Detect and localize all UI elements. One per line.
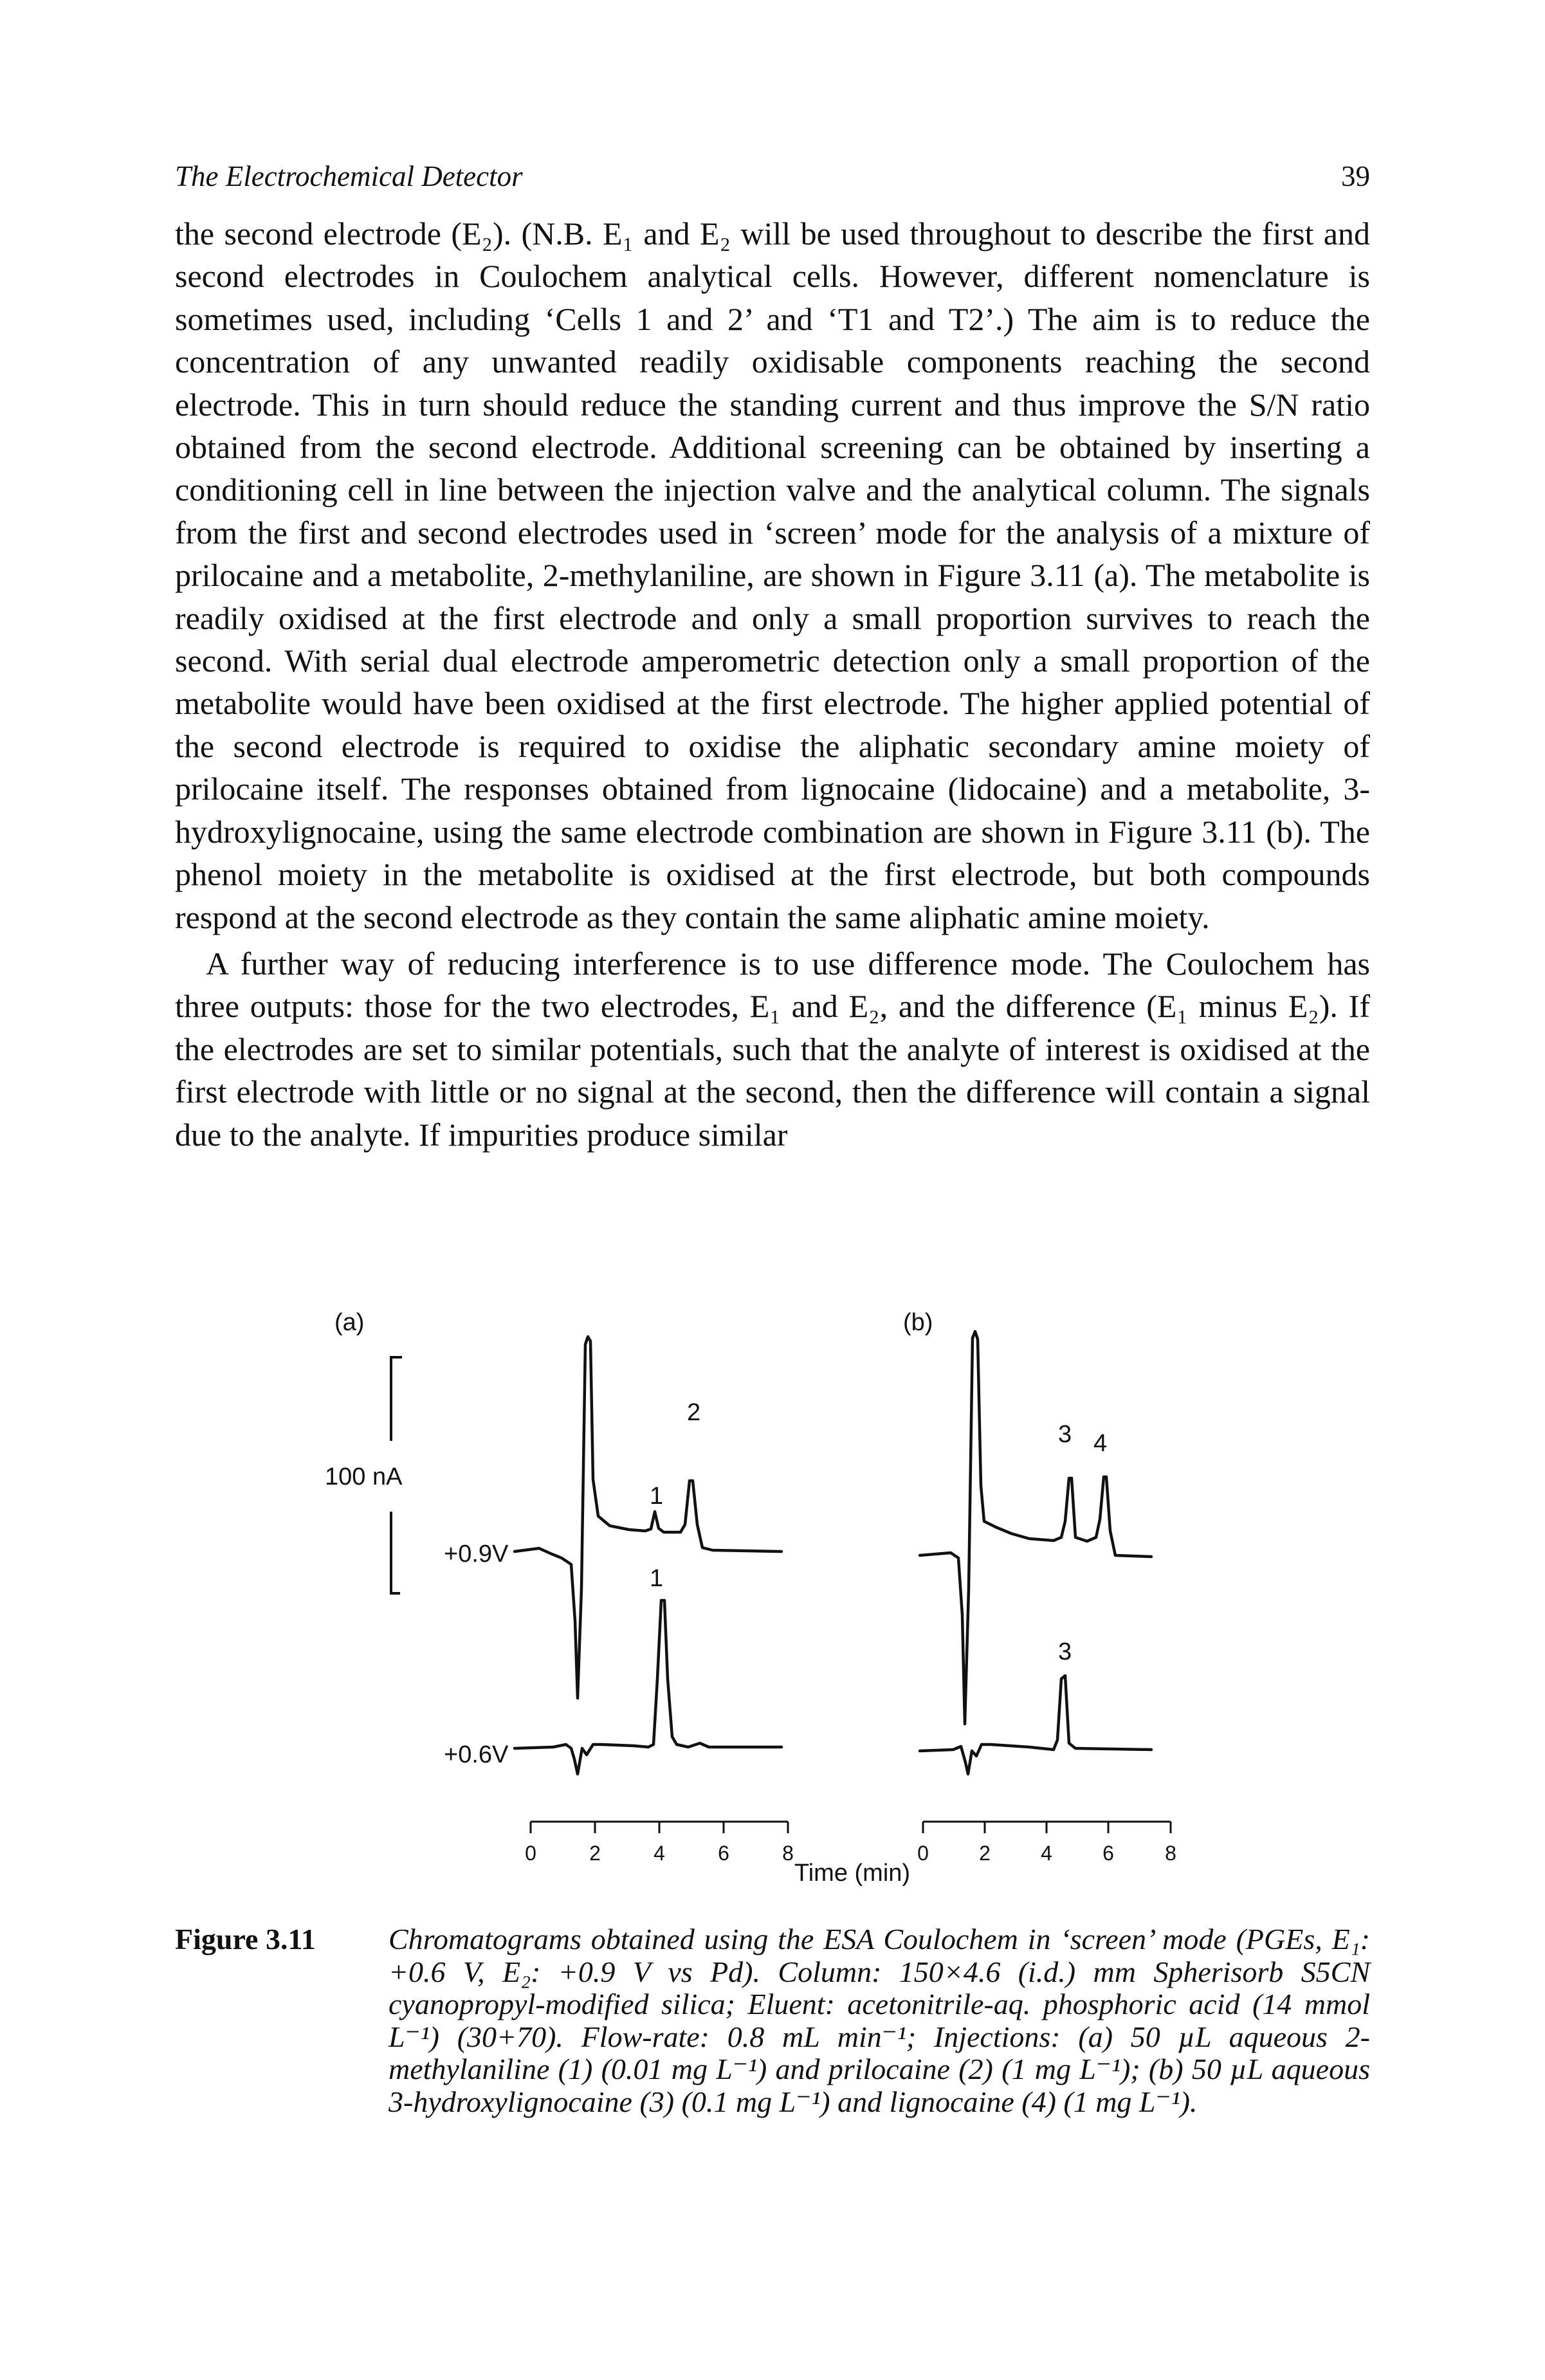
figure-caption: Figure 3.11 Chromatograms obtained using… — [175, 1923, 1370, 2118]
peak-2-label: 2 — [687, 1399, 700, 1426]
caption-label: Figure 3.11 — [175, 1923, 316, 1955]
peak-3-label-lower: 3 — [1058, 1638, 1072, 1665]
x-tick-b-4: 4 — [1041, 1842, 1052, 1865]
caption-text: Chromatograms obtained using the ESA Cou… — [389, 1923, 1370, 2118]
peak-3-label: 3 — [1058, 1421, 1072, 1448]
body-text: the second electrode (E₂). (N.B. E₁ and … — [175, 212, 1370, 1156]
peak-4-label: 4 — [1093, 1430, 1107, 1457]
trace-b-e1 — [918, 1674, 1153, 1776]
x-tick-a-4: 4 — [654, 1842, 665, 1865]
x-tick-b-8: 8 — [1165, 1842, 1176, 1865]
panel-b-label: (b) — [903, 1309, 933, 1336]
x-axis-a — [529, 1820, 789, 1833]
x-tick-b-6: 6 — [1102, 1842, 1114, 1865]
trace-a-e1 — [513, 1598, 783, 1776]
paragraph: A further way of reducing interference i… — [175, 945, 1370, 1153]
running-head: The Electrochemical Detector 39 — [175, 160, 1370, 198]
peak-1-label-lower: 1 — [650, 1565, 663, 1592]
x-axis-title: Time (min) — [794, 1860, 910, 1887]
scale-bar — [390, 1356, 402, 1595]
panel-a-label: (a) — [334, 1309, 364, 1336]
paragraph: the second electrode (E₂). (N.B. E₁ and … — [175, 215, 1370, 935]
scale-bar-label: 100 nA — [325, 1463, 403, 1490]
x-axis-b — [922, 1820, 1172, 1833]
x-tick-b-2: 2 — [979, 1842, 991, 1865]
running-head-title: The Electrochemical Detector — [175, 160, 523, 192]
trace-label-e1: +0.6V — [444, 1741, 509, 1768]
x-tick-a-8: 8 — [782, 1842, 794, 1865]
trace-label-e2: +0.9V — [444, 1541, 509, 1568]
x-tick-a-6: 6 — [718, 1842, 729, 1865]
page-number: 39 — [1341, 160, 1370, 192]
trace-a-e2 — [513, 1335, 783, 1700]
x-tick-a-2: 2 — [589, 1842, 601, 1865]
trace-b-e2 — [918, 1330, 1153, 1726]
peak-1-label: 1 — [650, 1483, 663, 1510]
x-tick-b-0: 0 — [917, 1842, 929, 1865]
x-tick-a-0: 0 — [525, 1842, 536, 1865]
